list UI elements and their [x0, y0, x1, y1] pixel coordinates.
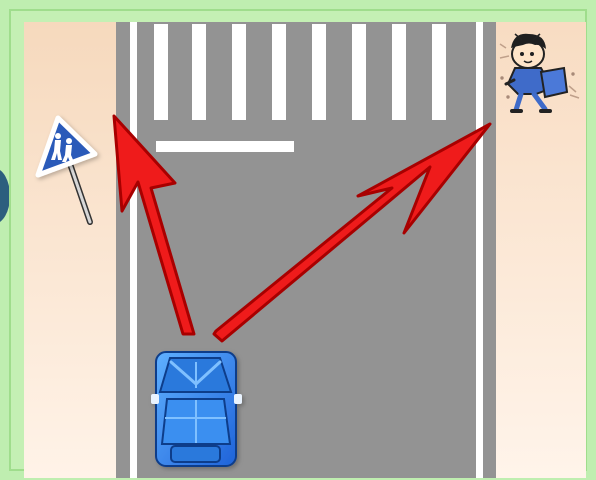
- left-sidewalk: [24, 22, 116, 478]
- right-road-edge-line: [476, 22, 483, 478]
- car-topdown-icon: [151, 352, 242, 466]
- left-road-edge-line: [130, 22, 137, 478]
- stop-line: [156, 141, 294, 152]
